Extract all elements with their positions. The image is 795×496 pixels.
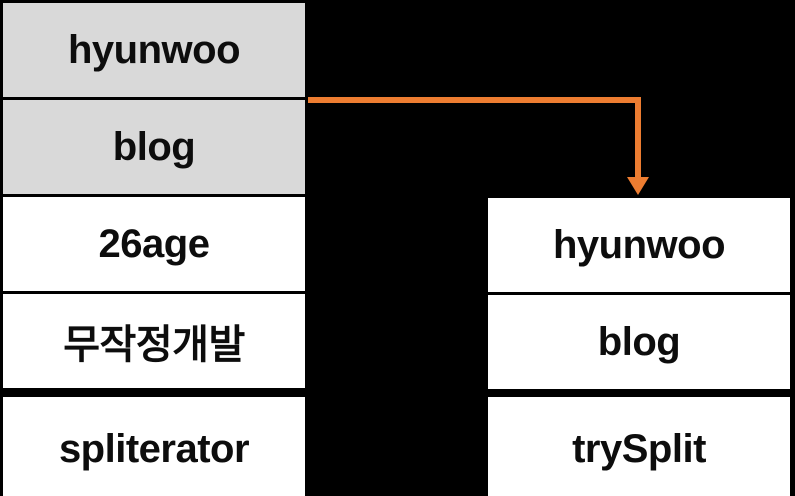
left-table-cell-blog: blog xyxy=(0,97,308,197)
right-table-cell-trysplit: trySplit xyxy=(485,394,793,496)
left-table-cell-26age: 26age xyxy=(0,194,308,294)
right-table-cell-blog: blog xyxy=(485,292,793,392)
left-table-cell-mujakjeong-gaebal: 무작정개발 xyxy=(0,291,308,391)
arrow-vertical-segment xyxy=(635,97,641,178)
arrow-horizontal-segment xyxy=(308,97,641,103)
arrow-head-icon xyxy=(627,177,649,195)
left-table-cell-hyunwoo: hyunwoo xyxy=(0,0,308,100)
right-table-cell-hyunwoo: hyunwoo xyxy=(485,195,793,295)
left-table-cell-spliterator: spliterator xyxy=(0,394,308,496)
